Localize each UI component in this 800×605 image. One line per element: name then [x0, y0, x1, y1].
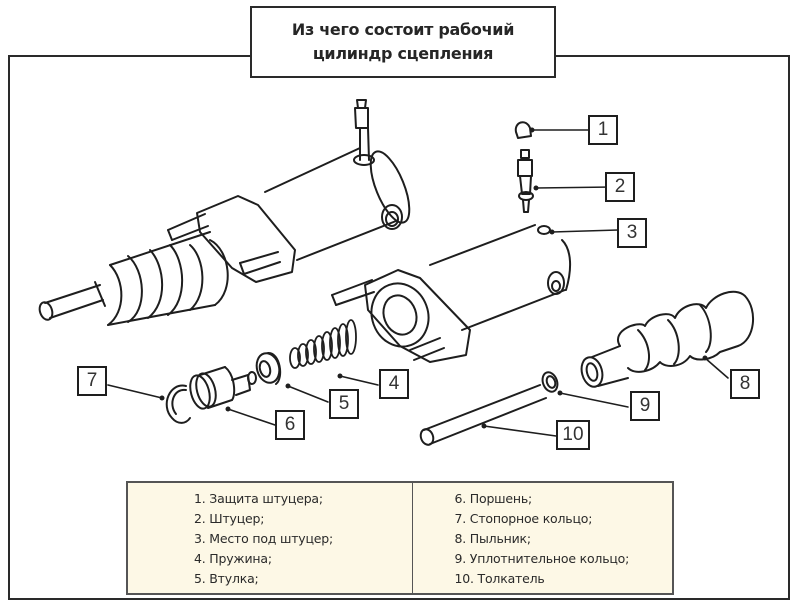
part-1-fitting-cap [514, 121, 532, 139]
legend-item: 5. Втулка; [194, 571, 259, 586]
legend-item: 8. Пыльник; [454, 531, 532, 546]
leader-2 [535, 186, 614, 189]
assembled-cylinder [38, 99, 411, 326]
callout-6: 6 [275, 410, 305, 440]
leader-7 [107, 384, 163, 399]
leader-10 [483, 425, 557, 437]
title-line-1: Из чего состоит рабочий [291, 20, 515, 39]
part-7-retaining-ring [165, 384, 191, 424]
callout-8: 8 [730, 369, 760, 399]
leader-5 [287, 385, 329, 403]
callout-2: 2 [605, 172, 635, 202]
legend-item: 10. Толкатель [454, 571, 545, 586]
part-9-seal-ring [541, 371, 559, 393]
part-4-spring [289, 319, 357, 369]
leader-3 [551, 229, 619, 233]
callout-10: 10 [556, 420, 590, 450]
leader-lines [107, 129, 729, 437]
part-5-bushing [255, 352, 282, 385]
callout-9: 9 [630, 391, 660, 421]
leader-4 [339, 375, 379, 386]
legend-item: 7. Стопорное кольцо; [454, 511, 593, 526]
legend-item: 3. Место под штуцер; [194, 531, 334, 546]
legend-item: 4. Пружина; [194, 551, 272, 566]
legend-column-left: 1. Защита штуцера; 2. Штуцер; 3. Место п… [128, 483, 413, 593]
leader-6 [227, 408, 276, 426]
legend-item: 1. Защита штуцера; [194, 491, 323, 506]
title-box: Из чего состоит рабочий цилиндр сцеплени… [250, 6, 556, 78]
part-2-fitting [517, 149, 534, 213]
legend-item: 9. Уплотнительное кольцо; [454, 551, 630, 566]
callout-7: 7 [77, 366, 107, 396]
legend-item: 2. Штуцер; [194, 511, 265, 526]
callout-1: 1 [588, 115, 618, 145]
legend-item: 6. Поршень; [454, 491, 533, 506]
part-6-piston [189, 366, 257, 410]
leader-8 [704, 357, 729, 379]
part-10-push-rod [419, 384, 547, 446]
leader-9 [559, 392, 629, 408]
title-line-2: цилиндр сцепления [312, 44, 494, 63]
callout-5: 5 [329, 389, 359, 419]
callout-4: 4 [379, 369, 409, 399]
cylinder-body [331, 224, 572, 363]
callout-3: 3 [617, 218, 647, 248]
parts-legend: 1. Защита штуцера; 2. Штуцер; 3. Место п… [126, 481, 674, 595]
part-8-dust-boot [580, 290, 755, 388]
leader-arrowheads [159, 127, 708, 429]
legend-column-right: 6. Поршень; 7. Стопорное кольцо; 8. Пыль… [413, 483, 673, 593]
